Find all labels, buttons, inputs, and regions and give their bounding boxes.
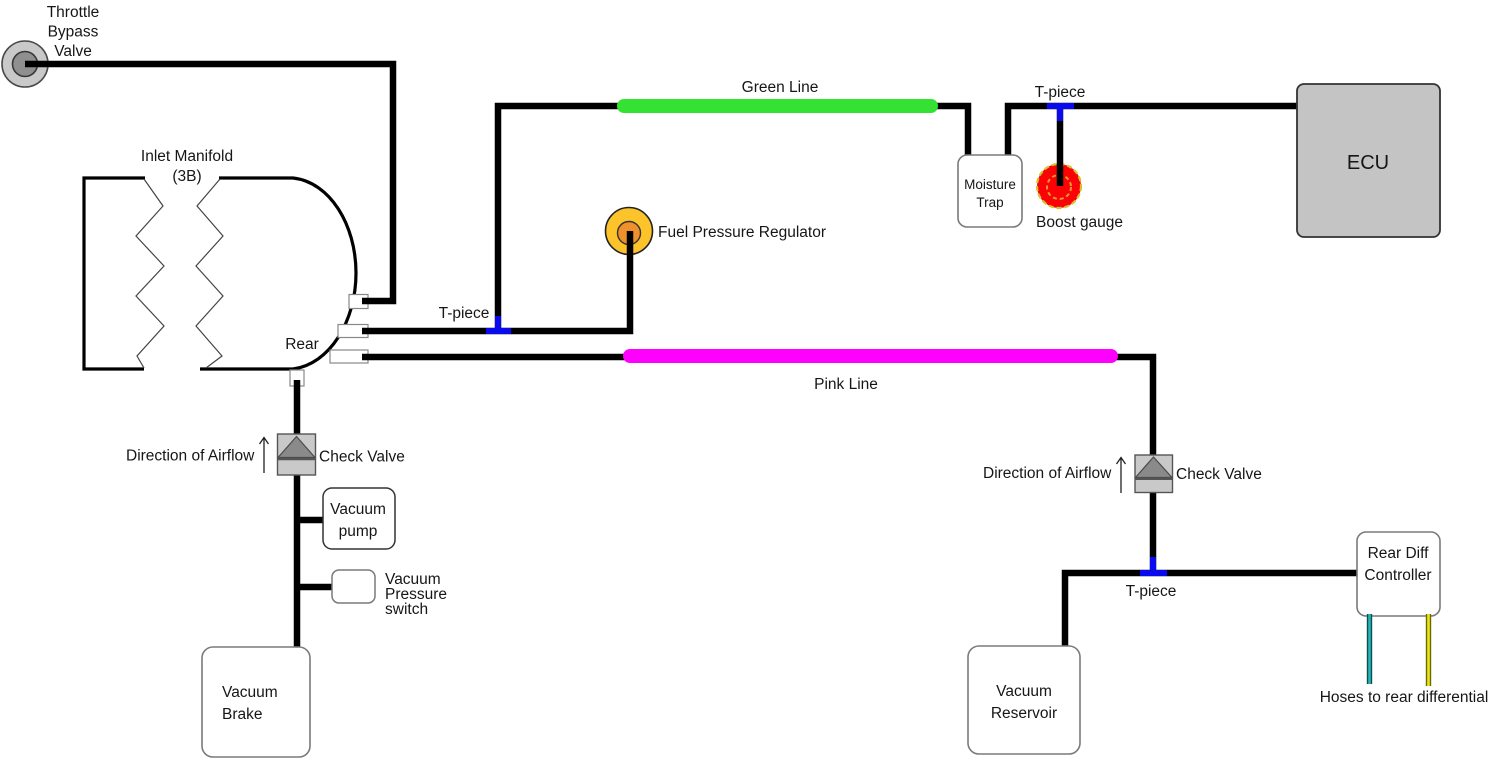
inlet-manifold-label-line1: Inlet Manifold (141, 148, 233, 165)
throttle-bypass-valve-label-line3: Valve (54, 43, 92, 60)
vacuum-pump-label-line2: pump (339, 523, 378, 540)
manifold-break-zigzag-right (195, 178, 224, 369)
vacuum-pressure-switch-label-line2: Pressure (385, 586, 447, 603)
moisture-trap-label-line2: Trap (976, 195, 1003, 210)
direction-of-airflow-right-label: Direction of Airflow (983, 465, 1112, 482)
throttle-bypass-valve-label-line2: Bypass (48, 24, 99, 41)
rear-diff-controller-label-line1: Rear Diff (1368, 545, 1430, 562)
hose-tbv-to-manifold (25, 60, 397, 305)
check-valve-left-symbol (276, 433, 317, 476)
vacuum-pressure-switch-label-line3: switch (385, 601, 428, 618)
vacuum-pressure-switch-label-line1: Vacuum (385, 571, 441, 588)
t-piece-mid-label: T-piece (439, 305, 490, 322)
airflow-arrow-left (258, 436, 270, 473)
vacuum-reservoir-label-line2: Reservoir (991, 705, 1057, 722)
hose-moisture-trap-to-ecu (1004, 102, 1300, 158)
t-piece-top-connector (1047, 103, 1074, 121)
ecu-box (1296, 83, 1441, 238)
rear-differential-hoses (1366, 614, 1432, 686)
rear-diff-controller-label-line2: Controller (1364, 567, 1431, 584)
vacuum-pressure-switch-box (331, 569, 376, 604)
airflow-arrow-right (1115, 456, 1127, 493)
green-line-label: Green Line (742, 79, 819, 96)
rear-port-label: Rear (285, 336, 319, 353)
vacuum-brake-box (201, 646, 311, 758)
check-valve-right-label: Check Valve (1176, 466, 1262, 483)
inlet-manifold (82, 176, 369, 387)
t-piece-mid-connector (486, 316, 511, 334)
vacuum-pump-label-line1: Vacuum (330, 501, 386, 518)
moisture-trap-box (957, 154, 1023, 228)
hose-green-run-to-moisture-trap (494, 102, 972, 331)
check-valve-left-triangle (276, 435, 317, 459)
manifold-break-zigzag-left (135, 178, 165, 369)
t-piece-bottom-label: T-piece (1126, 583, 1177, 600)
boost-gauge-label: Boost gauge (1036, 214, 1123, 231)
ecu-label: ECU (1347, 152, 1389, 174)
direction-of-airflow-left-label: Direction of Airflow (126, 448, 255, 465)
manifold-right-outline (200, 176, 358, 371)
check-valve-right-symbol (1134, 454, 1174, 494)
manifold-left-outline (82, 176, 145, 371)
moisture-trap-label-line1: Moisture (964, 177, 1016, 192)
vacuum-pump-box (322, 487, 396, 550)
hoses-to-rear-differential-label: Hoses to rear differential (1320, 689, 1489, 706)
t-piece-connectors (486, 103, 1167, 576)
t-piece-top-label: T-piece (1035, 84, 1086, 101)
vacuum-brake-label-line2: Brake (222, 706, 263, 723)
inlet-manifold-label-line2: (3B) (172, 168, 201, 185)
check-valve-right-triangle (1134, 456, 1174, 479)
vacuum-brake-label-line1: Vacuum (222, 684, 278, 701)
hose-reservoir-to-rear-diff (1061, 569, 1360, 649)
throttle-bypass-valve-label-line1: Throttle (47, 4, 100, 21)
hose-manifold-to-fpr (362, 231, 634, 335)
vacuum-reservoir-box (967, 645, 1081, 755)
fuel-pressure-regulator-label: Fuel Pressure Regulator (658, 224, 826, 241)
check-valve-left-label: Check Valve (319, 449, 405, 466)
rear-diff-controller-box (1356, 531, 1441, 617)
vacuum-reservoir-label-line1: Vacuum (996, 683, 1052, 700)
t-piece-bottom-connector (1140, 557, 1167, 576)
pink-line-label: Pink Line (814, 376, 878, 393)
